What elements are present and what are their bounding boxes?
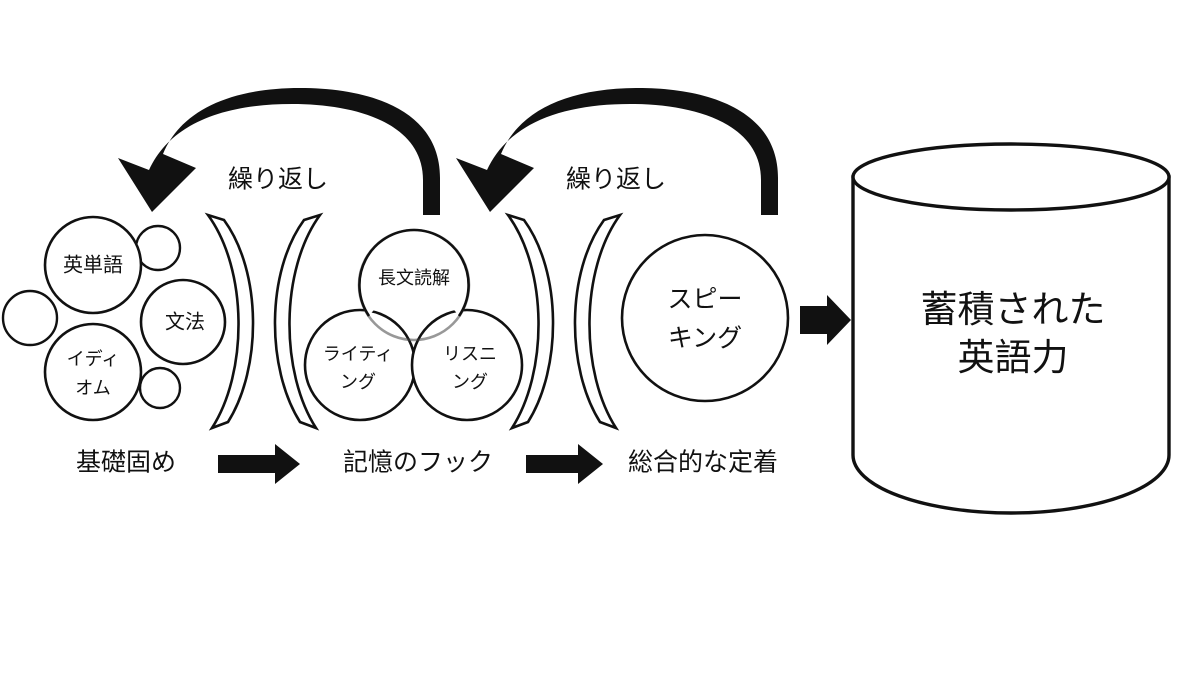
node-idiom-label-line1: イディ bbox=[67, 349, 120, 369]
node-idiom-label-line2: オム bbox=[75, 378, 110, 398]
repeat-arc-1-shape bbox=[118, 88, 440, 215]
store-cylinder-body bbox=[851, 175, 1171, 515]
node-listening: リスニ ング bbox=[410, 308, 524, 422]
bracket-open-b bbox=[573, 212, 624, 431]
stage3-caption: 総合的な定着 bbox=[628, 449, 778, 477]
node-speaking-circle bbox=[620, 233, 790, 403]
node-writing: ライティ ング bbox=[303, 308, 417, 422]
flow-arrow-to-store bbox=[800, 295, 851, 345]
node-grammar-circle bbox=[139, 278, 227, 366]
stage2-venn: ライティ ング リスニ ング 長文読解 bbox=[303, 228, 524, 422]
node-speaking-label-line1: スピー bbox=[667, 286, 742, 314]
flow-arrow-stage2-stage3-shape bbox=[526, 444, 603, 484]
stage2-caption: 記憶のフック bbox=[343, 449, 493, 477]
stage3-speaking: スピー キング bbox=[620, 233, 790, 403]
node-reading: 長文読解 bbox=[357, 228, 471, 342]
node-listening-label-line1: リスニ bbox=[443, 344, 497, 364]
stage1-cluster: 英単語 文法 イディ オム bbox=[1, 215, 227, 422]
flow-arrow-stage1-stage2 bbox=[218, 444, 300, 484]
flow-arrow-stage1-stage2-shape bbox=[218, 444, 300, 484]
node-grammar: 文法 bbox=[139, 278, 227, 366]
blank-bubble-left bbox=[1, 289, 59, 347]
node-writing-label-line2: ング bbox=[340, 372, 376, 392]
blank-bubble-top bbox=[134, 224, 182, 272]
node-vocabulary-circle bbox=[43, 215, 143, 315]
repeat-arc-2-shape bbox=[456, 88, 778, 215]
node-vocabulary-label: 英単語 bbox=[63, 253, 123, 276]
repeat-arrow-2: 繰り返し bbox=[456, 88, 778, 215]
store-cylinder-top bbox=[851, 142, 1171, 212]
stage1-caption: 基礎固め bbox=[76, 449, 176, 477]
node-reading-label: 長文読解 bbox=[378, 268, 450, 288]
repeat-arrow-1-label: 繰り返し bbox=[228, 166, 328, 194]
bracket-close-a bbox=[204, 212, 255, 431]
flow-arrow-stage2-stage3 bbox=[526, 444, 603, 484]
node-idiom-circle bbox=[43, 322, 143, 422]
store-cylinder: 蓄積された 英語力 bbox=[851, 142, 1171, 515]
node-vocabulary: 英単語 bbox=[43, 215, 143, 315]
bracket-close-b bbox=[504, 212, 555, 431]
node-reading-mask bbox=[359, 230, 469, 316]
repeat-arrow-2-label: 繰り返し bbox=[566, 166, 666, 194]
node-grammar-label: 文法 bbox=[165, 310, 205, 333]
node-listening-circle bbox=[410, 308, 524, 422]
store-label-line1: 蓄積された bbox=[921, 289, 1106, 330]
node-writing-label-line1: ライティ bbox=[323, 344, 394, 364]
node-listening-label-line2: ング bbox=[452, 372, 488, 392]
node-speaking-label-line2: キング bbox=[668, 325, 742, 353]
blank-bubble-bottom bbox=[138, 366, 182, 410]
repeat-arrow-1: 繰り返し bbox=[118, 88, 440, 215]
flow-arrow-to-store-shape bbox=[800, 295, 851, 345]
bracket-open-a bbox=[273, 212, 324, 431]
bracket-pair-b bbox=[504, 212, 624, 431]
bracket-pair-a bbox=[204, 212, 324, 431]
store-label-line2: 英語力 bbox=[958, 337, 1069, 378]
node-reading-upper-arc bbox=[358, 228, 470, 317]
node-idiom: イディ オム bbox=[43, 322, 143, 422]
